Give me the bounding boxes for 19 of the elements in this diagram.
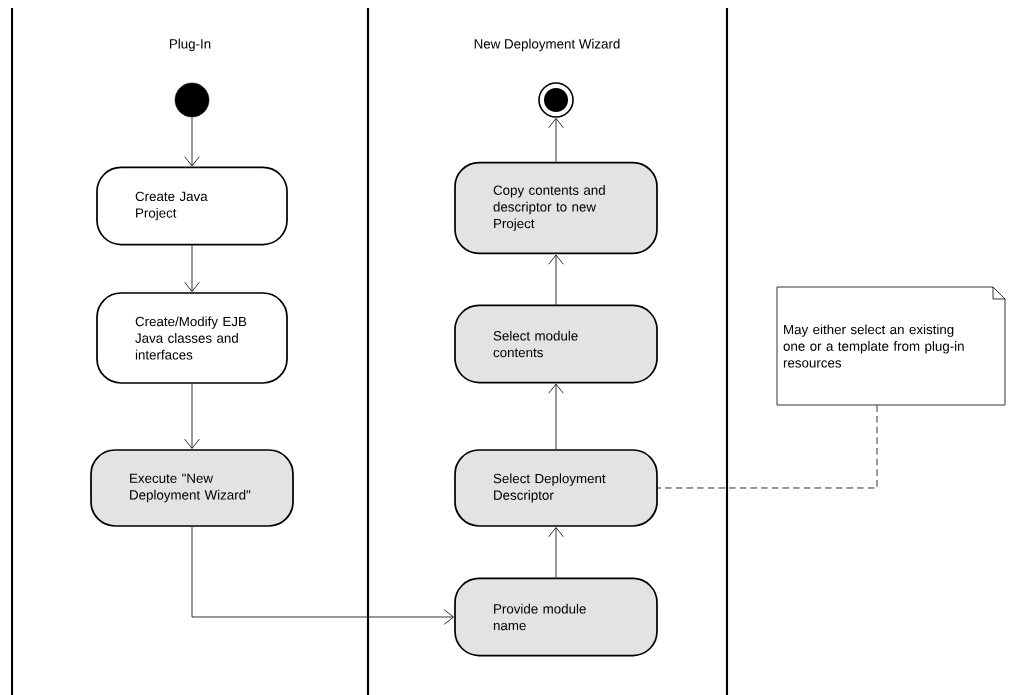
arrow	[548, 254, 564, 305]
action-box: Create Java Project	[96, 166, 288, 246]
action-box: Copy contents and descriptor to new Project	[454, 161, 658, 255]
end-circle	[538, 82, 574, 118]
arrow	[184, 245, 200, 292]
connector	[657, 404, 878, 489]
action-box: Create/Modify EJB Java classes and interfaces	[96, 292, 288, 384]
arrow	[184, 116, 200, 167]
action-box: Select module contents	[454, 304, 658, 384]
arrow	[548, 383, 564, 450]
note: May either select an existing one or a template from plug-in resources	[776, 286, 1006, 406]
action-box: Provide module name	[454, 577, 658, 657]
start-circle	[174, 82, 210, 118]
arrow	[548, 527, 564, 578]
arrow	[184, 383, 200, 449]
arrow	[548, 118, 564, 163]
arrow	[191, 526, 454, 625]
action-box: Select Deployment Descriptor	[454, 449, 658, 527]
action-box: Execute "New Deployment Wizard"	[90, 449, 294, 527]
